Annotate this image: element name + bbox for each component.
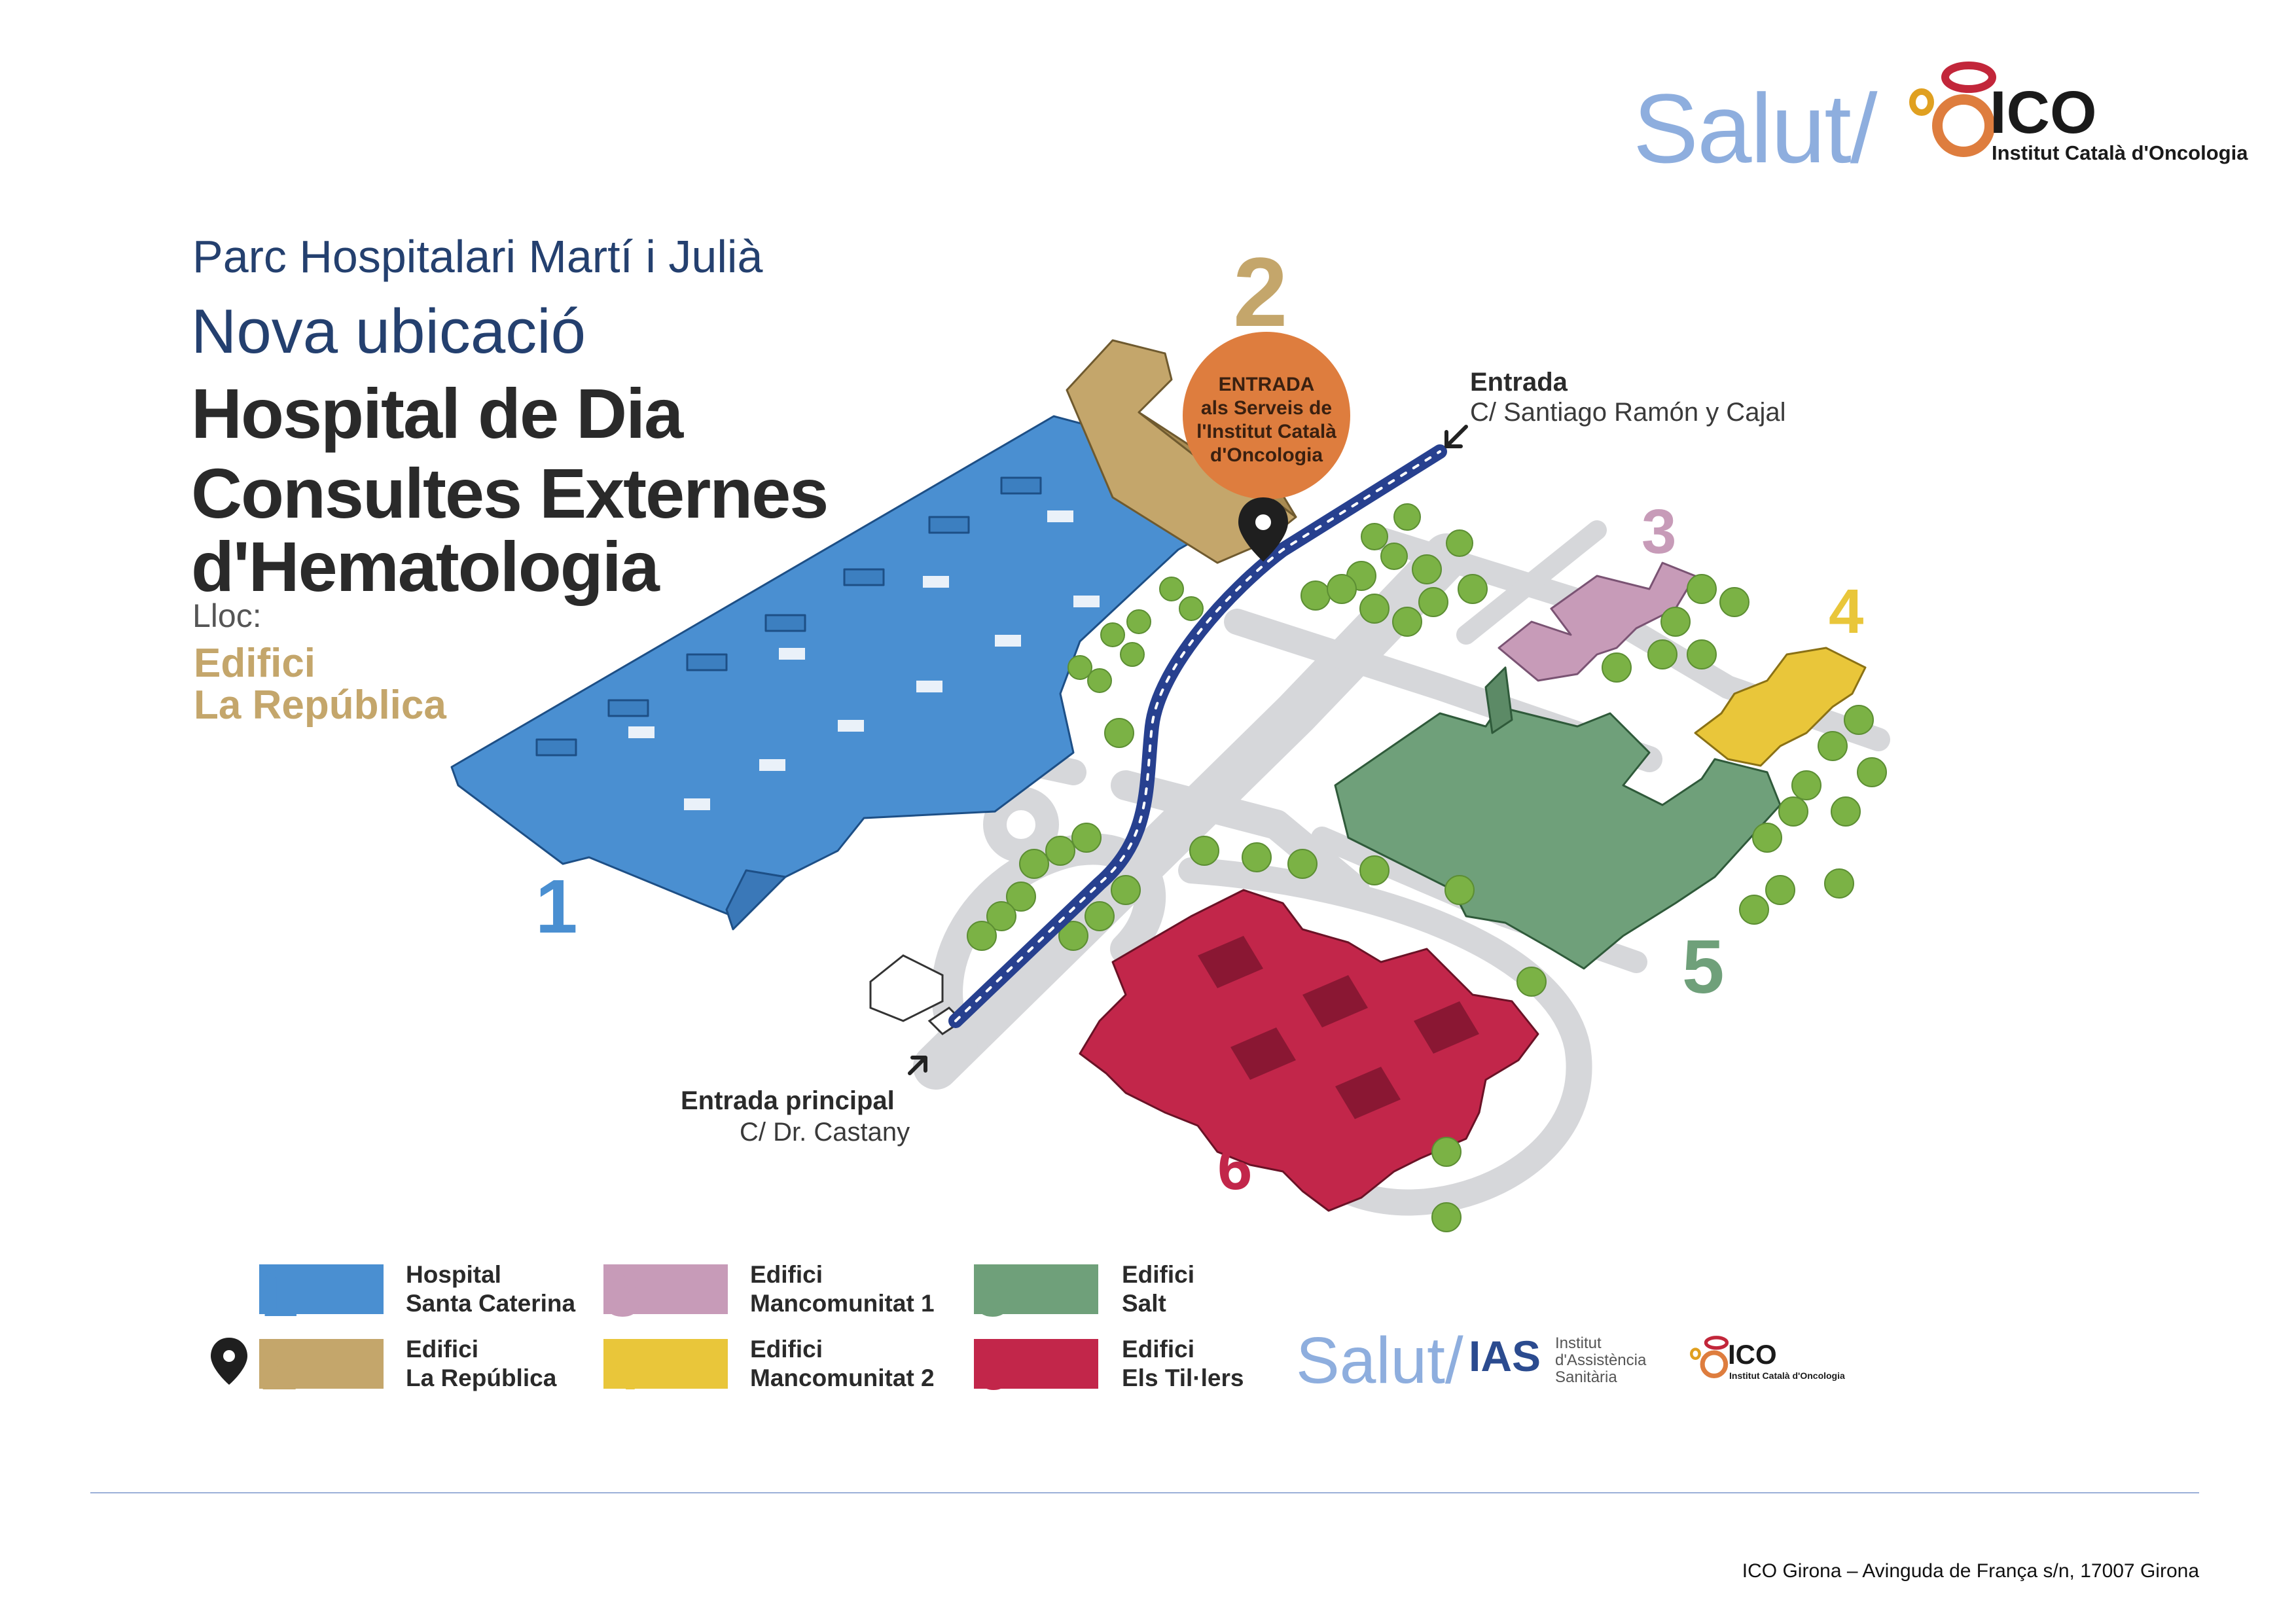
footer-ias-name-line-2: d'Assistència: [1555, 1351, 1647, 1369]
road-center: [1111, 770, 1370, 905]
legend-label-1-line-2: Santa Caterina: [406, 1290, 576, 1317]
footer-ias-abbreviation: IAS: [1469, 1332, 1541, 1380]
arrow-main-entrance-icon: [908, 1056, 927, 1075]
building-5-salt: [1334, 666, 1782, 970]
header-salut-logo: Salut/: [1633, 73, 1878, 183]
map-number-4: 4: [1829, 577, 1864, 647]
ico-entrance-line-2: als Serveis de: [1200, 397, 1333, 419]
footer-ico-logo-icon: [1690, 1336, 1729, 1378]
legend-swatches: [259, 1264, 1098, 1389]
ico-entrance-line-1: ENTRADA: [1218, 374, 1315, 395]
map-number-2: 2: [1233, 237, 1288, 347]
legend-number-3: 3: [603, 1255, 641, 1331]
legend-label-6: Edifici Els Til·lers: [1122, 1335, 1244, 1393]
legend-label-3-line-1: Edifici: [750, 1261, 823, 1288]
legend-label-3-line-2: Mancomunitat 1: [750, 1290, 935, 1317]
map-number-6: 6: [1217, 1133, 1253, 1203]
legend-number-2: 2: [260, 1329, 298, 1404]
arrow-top-entrance-icon: [1444, 425, 1468, 448]
legend-label-4-line-1: Edifici: [750, 1336, 823, 1363]
legend-label-1: Hospital Santa Caterina: [406, 1260, 575, 1318]
footer-divider: [90, 1492, 2199, 1493]
road-ring-south: [1178, 857, 1592, 1216]
footer-salut-logo: Salut/: [1296, 1324, 1463, 1397]
legend-swatch-2: [259, 1339, 384, 1389]
footer-ias-fullname: Institut d'Assistència Sanitària: [1555, 1335, 1646, 1386]
legend-swatch-1: [259, 1264, 384, 1314]
legend-number-1: 1: [260, 1255, 298, 1331]
route-to-entrance: [948, 444, 1447, 1028]
footer-ias-name-line-1: Institut: [1555, 1334, 1602, 1352]
legend-label-1-line-1: Hospital: [406, 1261, 501, 1288]
subtitle-new-location: Nova ubicació: [191, 296, 586, 366]
ico-entrance-circle: [1183, 332, 1350, 499]
legend-swatch-3: [603, 1264, 728, 1314]
legend-swatch-6: [974, 1339, 1098, 1389]
entrance-top-title: Entrada: [1470, 368, 1568, 397]
map-location-pin-icon: [1238, 497, 1288, 562]
ico-entrance-line-4: d'Oncologia: [1210, 444, 1323, 466]
footer-address: ICO Girona – Avinguda de França s/n, 170…: [1742, 1560, 2199, 1582]
legend-label-6-line-2: Els Til·lers: [1122, 1364, 1244, 1391]
road-north-east: [1456, 520, 1607, 645]
map-number-3: 3: [1641, 497, 1677, 567]
legend-number-6: 6: [974, 1329, 1012, 1404]
legend-label-6-line-1: Edifici: [1122, 1336, 1195, 1363]
entrance-arrows: [908, 425, 1468, 1075]
entrance-main-street: C/ Dr. Castany: [740, 1118, 910, 1147]
title-line-3: d'Hematologia: [191, 527, 660, 606]
legend-location-pin-icon: [211, 1338, 247, 1385]
header-ico-fullname: Institut Català d'Oncologia: [1992, 141, 2248, 164]
map-number-1: 1: [535, 864, 578, 949]
legend-label-4-line-2: Mancomunitat 2: [750, 1364, 935, 1391]
building-6-els-tillers: [1079, 889, 1539, 1212]
location-line-2: La República: [194, 683, 446, 728]
ico-logo-icon: [1909, 62, 1996, 157]
legend-label-2: Edifici La República: [406, 1335, 556, 1393]
legend-label-2-line-1: Edifici: [406, 1336, 479, 1363]
park-name: Parc Hospitalari Martí i Julià: [192, 231, 763, 282]
entrance-main-title: Entrada principal: [681, 1086, 895, 1115]
footer-ico-abbreviation: ICO: [1728, 1339, 1777, 1370]
legend-label-4: Edifici Mancomunitat 2: [750, 1335, 935, 1393]
legend-label-5-line-1: Edifici: [1122, 1261, 1195, 1288]
footer-ico-fullname: Institut Català d'Oncologia: [1729, 1370, 1845, 1381]
location-line-1: Edifici: [194, 641, 316, 686]
legend-number-4: 4: [603, 1329, 641, 1404]
ico-entrance-line-3: l'Institut Català: [1196, 421, 1336, 442]
location-label: Lloc:: [192, 597, 262, 634]
legend-label-5-line-2: Salt: [1122, 1290, 1166, 1317]
title-line-1: Hospital de Dia: [191, 374, 683, 453]
trees: [967, 503, 1887, 1232]
title-line-2: Consultes Externes: [191, 454, 829, 533]
legend-swatch-5: [974, 1264, 1098, 1314]
legend-number-5: 5: [974, 1255, 1012, 1331]
legend-label-3: Edifici Mancomunitat 1: [750, 1260, 935, 1318]
legend-swatch-4: [603, 1339, 728, 1389]
road-main-diagonal: [913, 533, 1469, 1090]
building-4-mancomunitat-2: [1694, 647, 1867, 767]
map-number-5: 5: [1682, 924, 1725, 1009]
header-ico-abbreviation: ICO: [1990, 79, 2097, 146]
legend-label-2-line-2: La República: [406, 1364, 557, 1391]
entrance-top-street: C/ Santiago Ramón y Cajal: [1470, 398, 1786, 427]
footer-ias-name-line-3: Sanitària: [1555, 1368, 1617, 1386]
ico-entrance-label: ENTRADA als Serveis de l'Institut Català…: [1158, 373, 1374, 467]
legend-label-5: Edifici Salt: [1122, 1260, 1194, 1318]
